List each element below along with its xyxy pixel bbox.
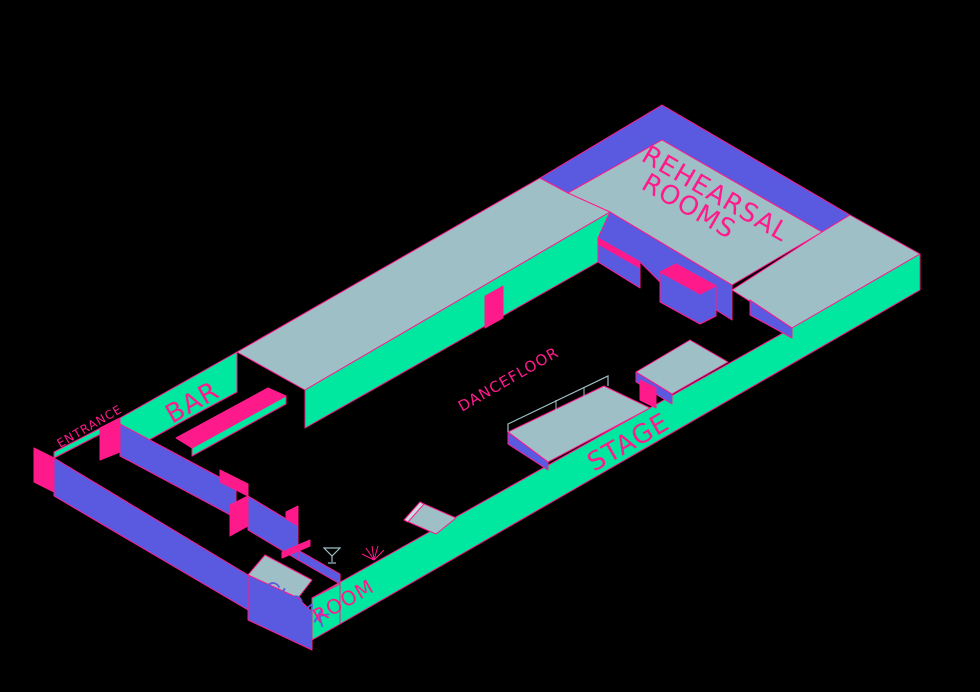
back-wall-door (484, 285, 504, 329)
inner-pink-block-3 (219, 469, 249, 497)
rehearsal-inner-wall-3 (749, 299, 793, 339)
dancefloor-label: DANCEFLOOR (455, 343, 562, 415)
rehearsal-floor (567, 139, 823, 286)
stage-railing (507, 375, 609, 432)
stage-front (507, 431, 549, 471)
plant-icon (361, 545, 385, 561)
stage-pink-door (639, 379, 657, 409)
cloak-face-wall (311, 583, 341, 641)
bar-counter-face (191, 395, 287, 457)
back-wall-face (304, 211, 611, 429)
bench-back (403, 501, 425, 523)
rehearsal-box-top (659, 263, 717, 295)
rehearsal-side-pink-1 (597, 237, 641, 269)
entrance-door-left (33, 447, 55, 493)
cocktail-glass-icon (322, 547, 342, 564)
cloak-inner-wall (297, 549, 341, 585)
cloak-pink-strip (281, 539, 311, 559)
